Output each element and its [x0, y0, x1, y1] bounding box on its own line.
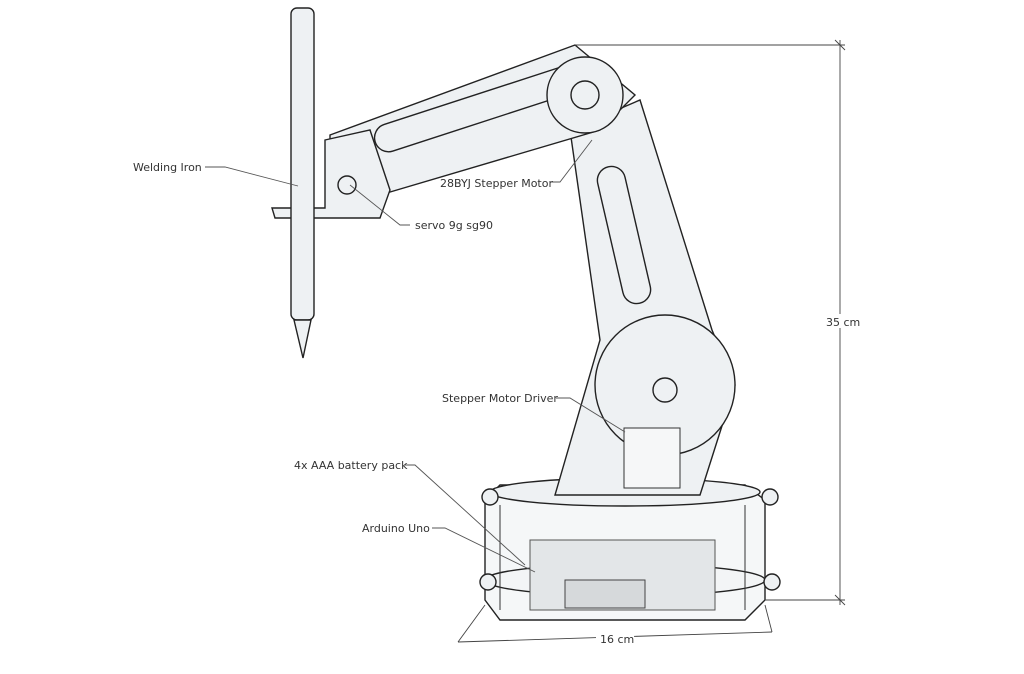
label-arduino: Arduino Uno [362, 522, 430, 535]
label-welding-iron: Welding Iron [133, 161, 202, 174]
label-servo: servo 9g sg90 [415, 219, 493, 232]
width-dimension: 16 cm [457, 604, 773, 646]
servo-horn [337, 175, 357, 195]
lower-arm [554, 99, 736, 496]
upper-arm [271, 44, 637, 219]
battery-pack [564, 579, 646, 609]
stepper-driver-board [623, 427, 681, 489]
base [479, 477, 781, 621]
label-stepper-driver: Stepper Motor Driver [442, 392, 558, 405]
width-label: 16 cm [600, 633, 634, 646]
label-stepper-motor: 28BYJ Stepper Motor [440, 177, 553, 190]
label-battery-pack: 4x AAA battery pack [294, 459, 408, 472]
height-dimension: 35 cm [575, 39, 862, 606]
height-label: 35 cm [826, 316, 860, 329]
welding-iron [290, 7, 315, 359]
